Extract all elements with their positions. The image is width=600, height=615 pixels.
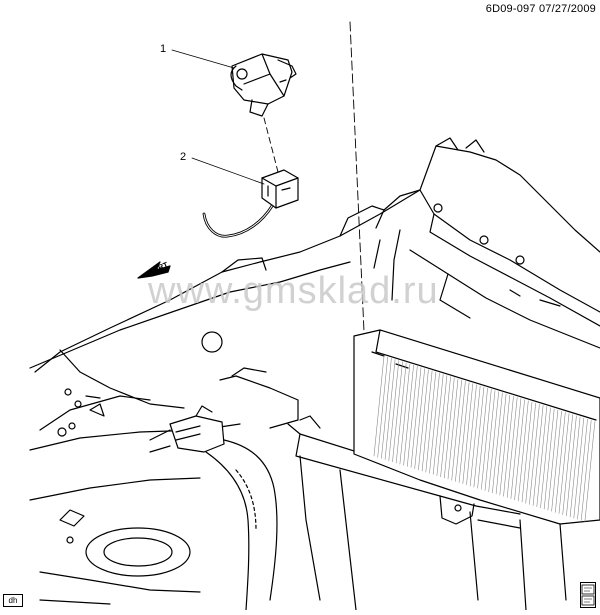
callout-1-leader xyxy=(171,49,235,69)
condenser-fin xyxy=(506,397,518,498)
condenser-fin xyxy=(573,417,585,519)
front-direction-arrow xyxy=(137,261,171,279)
condenser-fin xyxy=(414,368,426,469)
figure-id: 6D09-097 xyxy=(485,3,536,15)
condenser-fin xyxy=(484,390,496,491)
condenser-fin xyxy=(503,395,514,497)
condenser-fin xyxy=(529,403,540,505)
condenser-fin xyxy=(562,414,574,515)
condenser-fin xyxy=(525,402,537,504)
figure-date: 07/27/2009 xyxy=(538,3,596,15)
condenser-fin xyxy=(547,409,559,511)
watermark-text: www.gmsklad.ru xyxy=(148,270,439,312)
connector-part-2 xyxy=(202,169,299,238)
condenser-fin xyxy=(558,413,570,514)
lower-floor-panel xyxy=(29,477,201,605)
condenser-fin xyxy=(403,364,414,466)
condenser-fin xyxy=(451,379,463,481)
condenser-fins xyxy=(373,355,596,522)
condenser-fin xyxy=(514,399,525,501)
condenser-fin xyxy=(462,383,474,484)
condenser-fin xyxy=(499,394,511,496)
condenser-fin xyxy=(543,408,555,510)
condenser-fin xyxy=(443,377,455,479)
figure-header: 6D09-097 07/27/2009 xyxy=(486,3,596,15)
condenser-fin xyxy=(418,369,429,471)
condenser-fin xyxy=(373,355,385,457)
condenser-fin xyxy=(473,386,485,488)
condenser-fin xyxy=(436,375,448,476)
condenser-fin xyxy=(447,378,459,480)
condenser-fin xyxy=(440,376,451,478)
condenser-fin xyxy=(381,357,392,459)
condenser-fin xyxy=(569,416,581,518)
condenser-fin xyxy=(554,412,566,513)
condenser-fin xyxy=(580,420,592,521)
condenser-fin xyxy=(392,361,403,463)
condenser-fin xyxy=(492,392,503,494)
condenser-fin xyxy=(517,400,529,502)
condenser-fin xyxy=(480,389,492,490)
condenser-fin xyxy=(551,410,562,512)
publisher-logo-icon xyxy=(580,582,596,608)
condenser-fin xyxy=(399,363,411,465)
condenser-fin xyxy=(410,367,422,468)
sensor-part-1 xyxy=(230,53,297,117)
condenser-fin xyxy=(584,421,596,522)
callout-2-number: 2 xyxy=(180,151,186,163)
condenser-fin xyxy=(458,382,470,483)
condenser-fin xyxy=(477,387,488,489)
condenser-fin xyxy=(421,370,433,472)
condenser-fin xyxy=(521,401,533,503)
condenser-fin xyxy=(495,393,507,495)
condenser-fin xyxy=(466,384,477,486)
condenser-fin xyxy=(377,356,389,458)
part1-to-part2-dashed-line xyxy=(263,117,279,173)
condenser-fin xyxy=(406,366,418,467)
upper-frame-panel xyxy=(34,137,600,373)
callout-1-number: 1 xyxy=(160,43,166,55)
condenser-fin xyxy=(510,398,522,499)
condenser-fin xyxy=(532,405,544,506)
condenser-fin xyxy=(469,385,481,487)
condenser-fin xyxy=(540,407,551,509)
condenser-fin xyxy=(429,372,440,474)
callout-2-leader xyxy=(191,157,265,185)
lower-bracket-and-harness xyxy=(149,367,561,611)
condenser-fin xyxy=(488,391,500,492)
condenser-fin xyxy=(566,415,577,517)
condenser-fin xyxy=(388,360,400,461)
condenser-fin xyxy=(536,406,548,507)
condenser-fin xyxy=(395,362,407,464)
corner-tag: dh xyxy=(3,594,23,607)
condenser-fin xyxy=(577,418,588,520)
condenser-fin xyxy=(384,359,396,460)
condenser-fin xyxy=(425,371,437,473)
condenser-fin xyxy=(432,374,444,475)
condenser-fin xyxy=(455,380,466,482)
